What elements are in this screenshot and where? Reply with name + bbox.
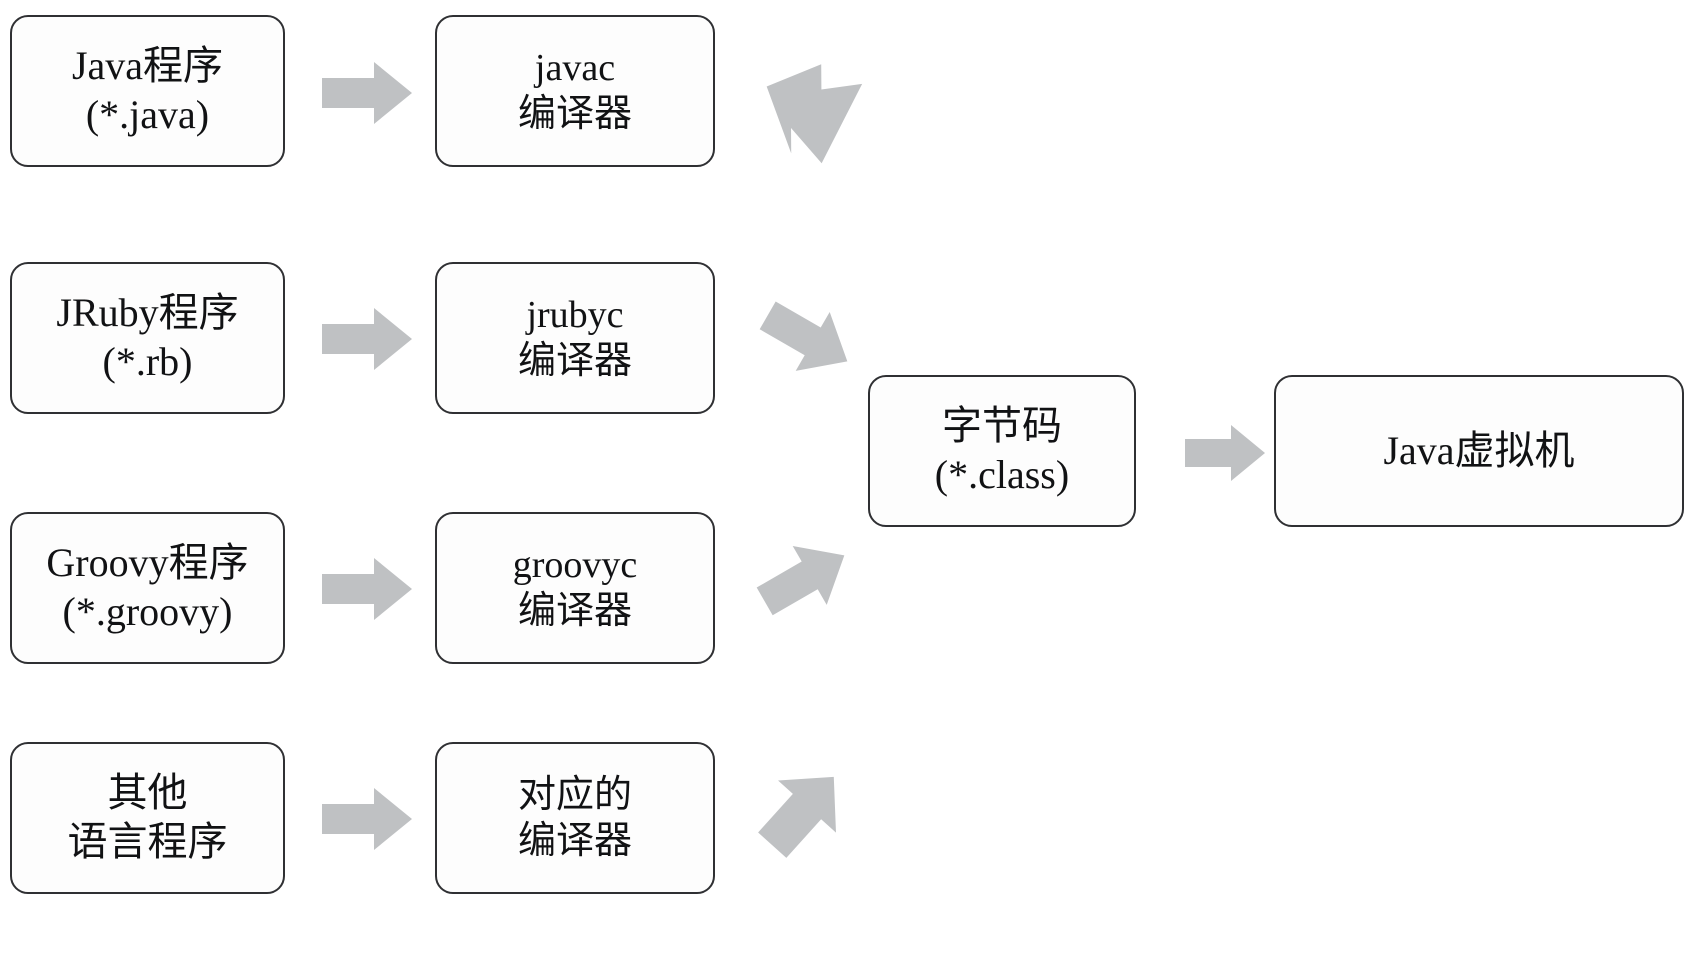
- node-source-java: Java程序 (*.java): [10, 15, 285, 167]
- node-compiler-other-line1: 对应的: [517, 773, 632, 816]
- node-source-java-line2: (*.java): [85, 92, 210, 137]
- node-compiler-javac: javac 编译器: [435, 15, 715, 167]
- node-bytecode: 字节码 (*.class): [868, 375, 1136, 527]
- node-compiler-jrubyc-line2: 编译器: [517, 340, 632, 382]
- node-bytecode-line2: (*.class): [934, 452, 1070, 497]
- node-bytecode-line1: 字节码: [942, 403, 1062, 449]
- node-compiler-javac-line2: 编译器: [517, 93, 632, 135]
- node-source-other-line2: 语言程序: [67, 819, 228, 864]
- node-compiler-other-line2: 编译器: [517, 820, 632, 862]
- arrow-bytecode-to-runtime: [1185, 425, 1265, 481]
- arrow-compiler-to-bytecode-other: [757, 766, 849, 862]
- node-compiler-other: 对应的 编译器: [435, 742, 715, 894]
- node-source-groovy-line2: (*.groovy): [62, 589, 233, 634]
- arrow-compiler-to-bytecode-jruby: [759, 300, 852, 382]
- node-source-other-line1: 其他: [107, 770, 188, 816]
- node-java-virtual-machine-line1: Java虚拟机: [1383, 427, 1575, 473]
- arrow-source-to-compiler-groovy: [322, 558, 412, 620]
- node-source-other: 其他 语言程序: [10, 742, 285, 894]
- node-compiler-groovyc-line2: 编译器: [517, 590, 632, 632]
- node-compiler-jrubyc: jrubyc 编译器: [435, 262, 715, 414]
- node-compiler-groovyc: groovyc 编译器: [435, 512, 715, 664]
- arrow-source-to-compiler-java: [322, 62, 412, 124]
- arrow-compiler-to-bytecode-groovy: [756, 540, 852, 622]
- node-compiler-javac-line1: javac: [534, 46, 616, 89]
- node-source-jruby: JRuby程序 (*.rb): [10, 262, 285, 414]
- node-source-java-line1: Java程序: [71, 43, 224, 89]
- node-source-jruby-line2: (*.rb): [102, 339, 193, 384]
- arrow-source-to-compiler-other: [322, 788, 412, 850]
- node-source-jruby-line1: JRuby程序: [56, 290, 239, 336]
- node-source-groovy: Groovy程序 (*.groovy): [10, 512, 285, 664]
- node-compiler-groovyc-line1: groovyc: [512, 543, 638, 586]
- node-java-virtual-machine: Java虚拟机: [1274, 375, 1684, 527]
- node-compiler-jrubyc-line1: jrubyc: [526, 293, 624, 336]
- node-source-groovy-line1: Groovy程序: [46, 540, 249, 586]
- arrow-source-to-compiler-jruby: [322, 308, 412, 370]
- arrow-compiler-to-bytecode-java: [762, 60, 863, 164]
